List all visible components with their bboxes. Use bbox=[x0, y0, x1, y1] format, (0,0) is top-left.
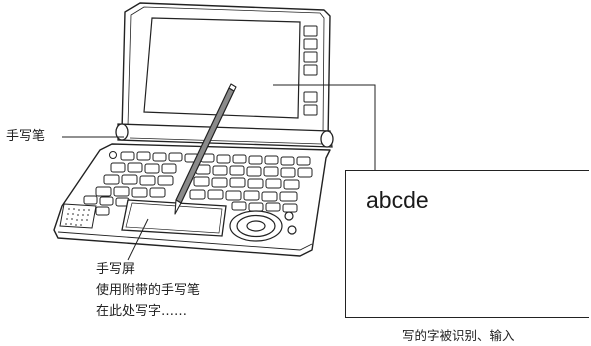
pad-label-line-2: 使用附带的手写笔 bbox=[96, 283, 201, 298]
screen-leader-line bbox=[273, 84, 376, 172]
stylus-label: 手写笔 bbox=[6, 129, 46, 144]
direction-pad bbox=[229, 210, 297, 242]
lcd-screen bbox=[143, 17, 301, 119]
handwriting-pad bbox=[121, 199, 227, 237]
pad-label-line-1: 手写屏 bbox=[96, 262, 136, 277]
screen-side-buttons bbox=[303, 25, 318, 116]
hinge bbox=[115, 123, 334, 148]
handwriting-pad-label: 手写屏 使用附带的手写笔 在此处写字…… bbox=[96, 259, 200, 322]
pad-leader-line bbox=[127, 218, 149, 261]
recognition-caption: 写的字被识别、输入 bbox=[402, 328, 515, 343]
pad-label-line-3: 在此处写字…… bbox=[96, 304, 188, 319]
recognized-text-box: abcde bbox=[345, 170, 589, 318]
recognized-text: abcde bbox=[366, 187, 429, 213]
leader-lines bbox=[62, 84, 376, 261]
stylus bbox=[174, 83, 237, 215]
speaker-grille bbox=[59, 203, 97, 229]
